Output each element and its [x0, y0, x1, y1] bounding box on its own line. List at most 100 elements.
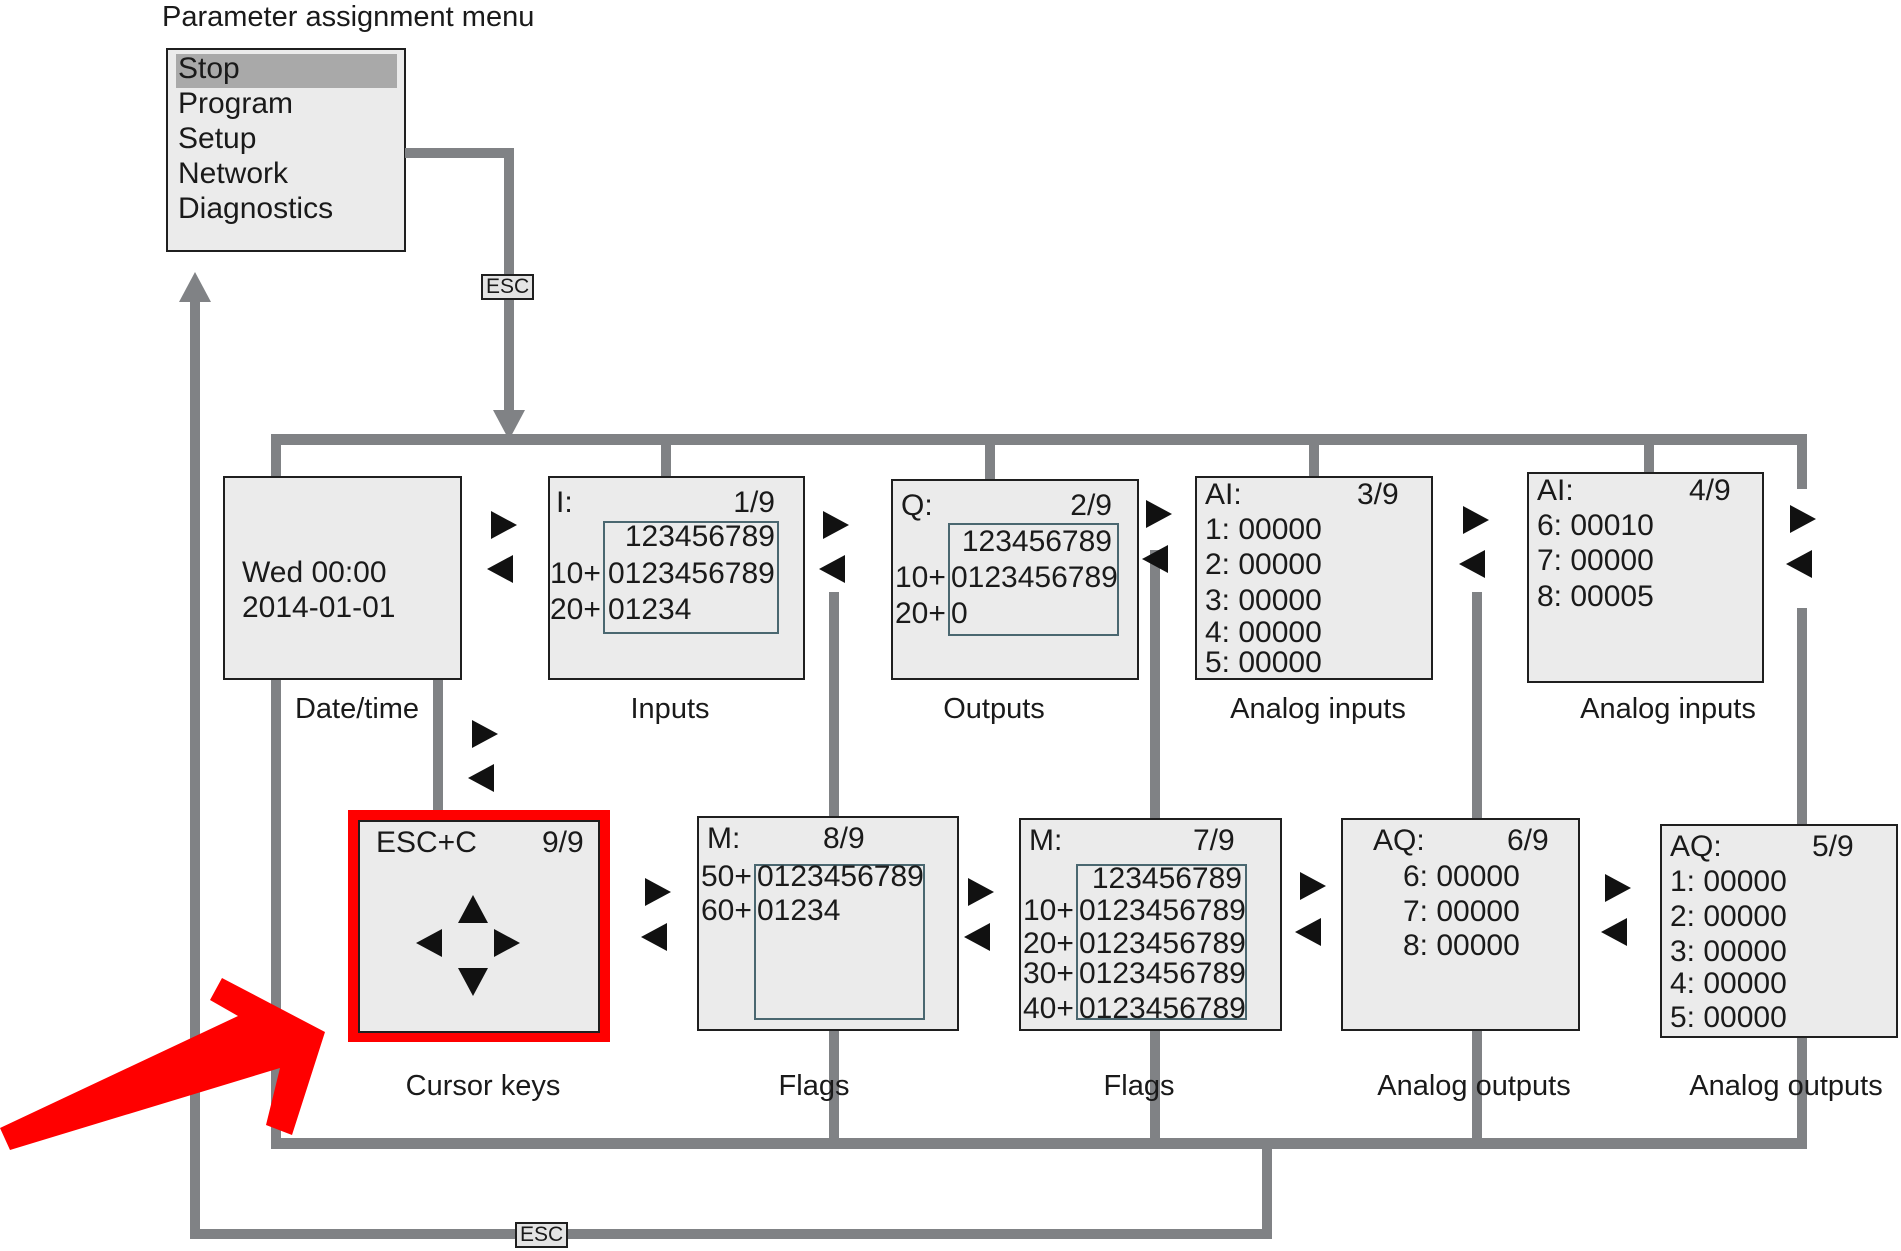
arrow-right-icon[interactable]: [823, 511, 849, 539]
parameter-menu-screen: Stop Program Setup Network Diagnostics: [166, 48, 406, 252]
menu-item-diagnostics[interactable]: Diagnostics: [178, 192, 334, 225]
flags1-prefix: M:: [1029, 824, 1063, 857]
flags1-row-value: 0123456789: [1079, 927, 1246, 960]
cursor-left-icon: [416, 929, 442, 957]
screen-outputs[interactable]: Q: 2/9 123456789 10+ 0123456789 20+ 0: [891, 479, 1139, 680]
drop-inputs: [661, 434, 671, 478]
datetime-line-1: Wed 00:00: [242, 556, 387, 589]
arrow-left-icon[interactable]: [641, 923, 667, 951]
outputs-header: 123456789: [961, 525, 1112, 558]
caption-outputs: Outputs: [943, 693, 1045, 725]
flags1-row-value: 0123456789: [1079, 992, 1246, 1025]
red-pointer-arrow-shape: [0, 978, 325, 1150]
flags2-prefix: M:: [707, 822, 741, 855]
flags1-row-label: 10+: [1023, 894, 1074, 927]
cursor-down-icon: [458, 968, 488, 996]
arrow-right-icon[interactable]: [491, 511, 517, 539]
bottom-drop-aq2: [1472, 1030, 1482, 1138]
flags1-page: 7/9: [1193, 824, 1235, 857]
screen-analog-outputs-1[interactable]: AQ: 5/9 1: 00000 2: 00000 3: 00000 4: 00…: [1660, 824, 1898, 1038]
drop-ai1: [1309, 434, 1319, 478]
outputs-grid: [948, 523, 1119, 636]
arrow-left-icon[interactable]: [1142, 545, 1168, 573]
arrow-up-icon: [179, 272, 211, 302]
ai1-row: 2: 00000: [1205, 548, 1322, 581]
screen-flags-2[interactable]: M: 8/9 50+ 0123456789 60+ 01234: [697, 816, 959, 1031]
aq1-row: 2: 00000: [1670, 900, 1787, 933]
arrow-right-icon[interactable]: [645, 878, 671, 906]
aq1-row: 4: 00000: [1670, 967, 1787, 1000]
drop-ai2: [1644, 434, 1654, 474]
inputs-row-value: 0123456789: [608, 557, 775, 590]
outputs-row-label: 10+: [895, 561, 946, 594]
datetime-line-2: 2014-01-01: [242, 591, 396, 624]
flags1-grid: [1076, 864, 1247, 1020]
arrow-left-icon[interactable]: [1295, 918, 1321, 946]
arrow-right-icon[interactable]: [1790, 505, 1816, 533]
menu-item-stop[interactable]: Stop: [178, 52, 240, 85]
flags2-row-value: 01234: [757, 894, 841, 927]
link-inputs-flags2: [829, 592, 839, 816]
aq1-row: 1: 00000: [1670, 865, 1787, 898]
flags1-row-label: 40+: [1023, 992, 1074, 1025]
outputs-row-value: 0123456789: [951, 561, 1118, 594]
arrow-left-icon[interactable]: [468, 764, 494, 792]
bottom-drop-flags1: [1150, 1030, 1160, 1138]
screen-datetime[interactable]: Wed 00:00 2014-01-01: [223, 476, 462, 680]
ai2-row: 7: 00000: [1537, 544, 1654, 577]
caption-datetime: Date/time: [294, 693, 420, 725]
menu-item-program[interactable]: Program: [178, 87, 294, 120]
screen-analog-inputs-2[interactable]: AI: 4/9 6: 00010 7: 00000 8: 00005: [1527, 472, 1764, 683]
caption-flags-1: Flags: [1103, 1070, 1175, 1102]
drop-datetime: [271, 434, 281, 478]
caption-analog-outputs-2: Analog outputs: [1377, 1070, 1571, 1102]
red-pointer-arrow-icon: [0, 978, 325, 1150]
flags2-grid: [754, 864, 925, 1020]
link-outputs-flags1: [1150, 550, 1160, 819]
flags1-header: 123456789: [1091, 862, 1242, 895]
screen-cursor-keys[interactable]: ESC+C 9/9: [358, 820, 600, 1033]
caption-analog-inputs-1: Analog inputs: [1230, 693, 1406, 725]
inputs-header: 123456789: [624, 520, 775, 553]
screen-flags-1[interactable]: M: 7/9 123456789 10+ 0123456789 20+ 0123…: [1019, 818, 1282, 1031]
cursor-prefix: ESC+C: [376, 826, 477, 859]
menu-item-network[interactable]: Network: [178, 157, 289, 190]
arrow-left-icon[interactable]: [1601, 918, 1627, 946]
arrow-left-icon[interactable]: [1459, 550, 1485, 578]
screen-analog-inputs-1[interactable]: AI: 3/9 1: 00000 2: 00000 3: 00000 4: 00…: [1195, 476, 1433, 680]
arrow-left-icon[interactable]: [964, 923, 990, 951]
arrow-left-icon[interactable]: [487, 555, 513, 583]
screen-analog-outputs-2[interactable]: AQ: 6/9 6: 00000 7: 00000 8: 00000: [1341, 818, 1580, 1031]
aq2-row: 7: 00000: [1403, 895, 1520, 928]
bottom-drop-flags2: [829, 1030, 839, 1138]
aq1-row: 5: 00000: [1670, 1001, 1787, 1034]
arrow-right-icon[interactable]: [472, 720, 498, 748]
arrow-left-icon[interactable]: [1786, 550, 1812, 578]
arrow-left-icon[interactable]: [819, 555, 845, 583]
arrow-right-icon[interactable]: [968, 878, 994, 906]
ai1-prefix: AI:: [1205, 478, 1242, 511]
inputs-prefix: I:: [556, 486, 573, 519]
cursor-up-icon: [458, 895, 488, 923]
aq2-row: 6: 00000: [1403, 860, 1520, 893]
arrow-right-icon[interactable]: [1300, 872, 1326, 900]
ai2-row: 8: 00005: [1537, 580, 1654, 613]
cursor-right-icon: [494, 929, 520, 957]
flags1-row-label: 30+: [1023, 957, 1074, 990]
cursor-page: 9/9: [542, 826, 584, 859]
arrow-right-icon[interactable]: [1463, 506, 1489, 534]
link-ai2-aq1: [1797, 608, 1807, 825]
menu-item-setup[interactable]: Setup: [178, 122, 257, 155]
aq1-page: 5/9: [1812, 830, 1854, 863]
aq2-page: 6/9: [1507, 824, 1549, 857]
arrow-right-icon[interactable]: [1605, 874, 1631, 902]
ai2-page: 4/9: [1689, 474, 1731, 507]
ai1-row: 5: 00000: [1205, 646, 1322, 679]
arrow-right-icon[interactable]: [1146, 500, 1172, 528]
flags2-row-label: 50+: [701, 860, 752, 893]
ai1-page: 3/9: [1357, 478, 1399, 511]
diagram-title: Parameter assignment menu: [162, 1, 535, 33]
outputs-page: 2/9: [1070, 489, 1112, 522]
screen-inputs[interactable]: I: 1/9 123456789 10+ 0123456789 20+ 0123…: [548, 476, 805, 680]
esc-loop-bottom: [190, 1229, 1272, 1239]
